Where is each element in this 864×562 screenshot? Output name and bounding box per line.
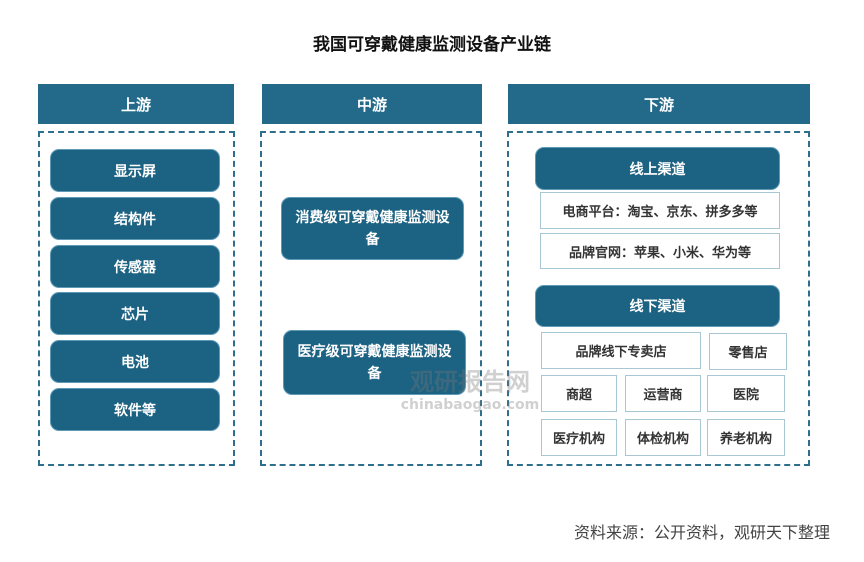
online-channel-item: 品牌官网：苹果、小米、华为等	[540, 233, 780, 269]
offline-channel-item: 品牌线下专卖店	[541, 332, 701, 369]
upstream-item: 电池	[50, 340, 220, 383]
source-note: 资料来源：公开资料，观研天下整理	[573, 523, 830, 542]
upstream-item: 软件等	[50, 388, 220, 431]
offline-channel-header: 线下渠道	[535, 285, 780, 327]
midstream-panel	[260, 131, 482, 466]
midstream-item: 医疗级可穿戴健康监测设备	[283, 330, 466, 395]
midstream-item: 消费级可穿戴健康监测设备	[281, 197, 464, 260]
midstream-header: 中游	[262, 84, 482, 124]
downstream-panel	[507, 131, 810, 466]
offline-channel-item: 养老机构	[707, 419, 785, 456]
upstream-item: 显示屏	[50, 149, 220, 192]
offline-channel-item: 运营商	[625, 375, 701, 412]
diagram-title: 我国可穿戴健康监测设备产业链	[313, 34, 551, 55]
offline-channel-item: 医院	[707, 375, 785, 412]
offline-channel-item: 医疗机构	[541, 419, 617, 456]
offline-channel-item: 零售店	[709, 333, 787, 370]
online-channel-item: 电商平台：淘宝、京东、拼多多等	[540, 192, 780, 229]
upstream-item: 传感器	[50, 245, 220, 288]
offline-channel-item: 商超	[541, 375, 617, 412]
online-channel-header: 线上渠道	[535, 147, 780, 190]
upstream-item: 结构件	[50, 197, 220, 240]
downstream-header: 下游	[508, 84, 810, 124]
offline-channel-item: 体检机构	[625, 419, 701, 456]
upstream-header: 上游	[38, 84, 234, 124]
upstream-item: 芯片	[50, 292, 220, 335]
upstream-panel	[38, 131, 235, 466]
